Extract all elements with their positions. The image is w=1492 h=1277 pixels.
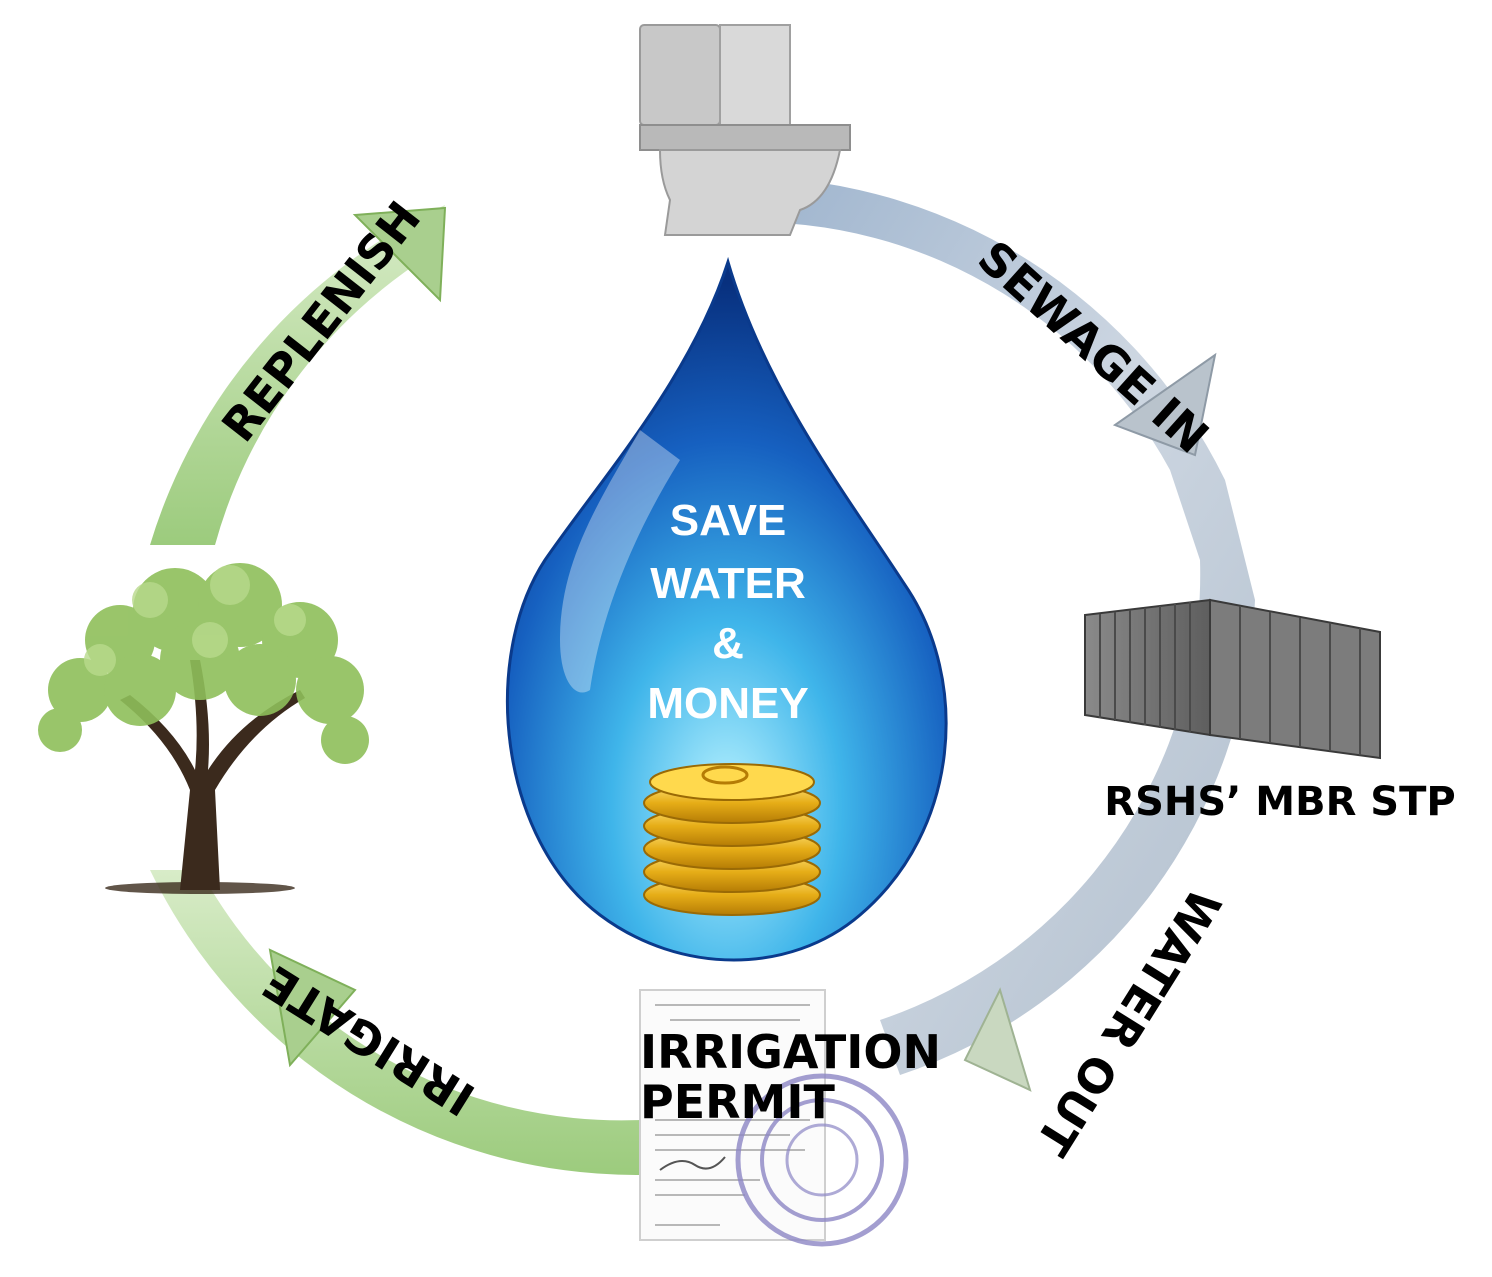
drop-text-line4: MONEY: [647, 679, 808, 728]
green-arc: [150, 870, 640, 1176]
toilet-icon: [639, 24, 851, 236]
permit-label-line1: IRRIGATION: [640, 1025, 941, 1079]
permit-document-icon: [639, 989, 826, 1241]
permit-label-line2: PERMIT: [640, 1075, 835, 1129]
sewage-in-arrowhead: [1112, 352, 1217, 457]
replenish-label: REPLENISH: [211, 191, 431, 452]
drop-text-line1: SAVE: [670, 496, 787, 545]
coin-stack-icon: [643, 763, 821, 916]
grey-arc: [700, 176, 1255, 1075]
container-icon: [1084, 598, 1381, 760]
replenish-arrowhead: [352, 206, 447, 303]
stamp-icon: [735, 1073, 909, 1247]
cycle-ring: [150, 176, 1255, 1176]
plant-label: RSHS’ MBR STP: [1104, 779, 1455, 825]
sewage-in-label: SEWAGE IN: [968, 230, 1219, 464]
green-arc-upper: [150, 205, 445, 545]
irrigate-arrowhead: [268, 948, 357, 1068]
tree-icon: [38, 563, 369, 894]
water-drop-icon: [505, 256, 948, 962]
water-out-arrowhead: [963, 987, 1032, 1092]
drop-text-line2: WATER: [650, 559, 806, 608]
drop-text-line3: &: [712, 619, 744, 668]
